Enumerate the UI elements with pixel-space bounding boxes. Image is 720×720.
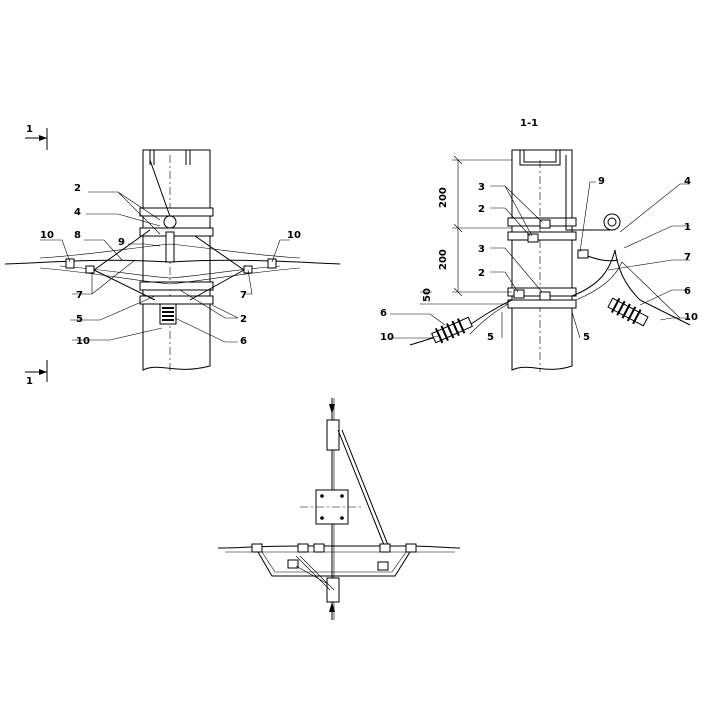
plan-view xyxy=(217,398,461,620)
right-cable-right xyxy=(571,249,691,326)
right-callout-2-upper: 2 xyxy=(478,204,485,215)
left-insulator-section xyxy=(431,316,473,344)
right-callout-5-right: 5 xyxy=(583,332,590,343)
left-callout-7-left: 7 xyxy=(76,290,83,301)
plan-fitting-6 xyxy=(287,559,299,569)
left-conductor-lower xyxy=(39,267,301,285)
left-clamp-7-right xyxy=(243,265,253,274)
section-label-bottom: 1 xyxy=(26,376,33,387)
plan-fitting-7 xyxy=(377,561,389,571)
left-callout-8: 8 xyxy=(74,230,81,241)
plan-bolt-2 xyxy=(340,494,344,498)
plan-frame xyxy=(257,551,411,577)
right-callout-10-left: 10 xyxy=(380,332,394,343)
right-band-upper-2 xyxy=(507,231,577,241)
plan-clamp-top xyxy=(326,419,340,451)
right-callout-3-lower: 3 xyxy=(478,244,485,255)
right-callout-4: 4 xyxy=(684,176,691,187)
left-leader-lines xyxy=(40,191,290,343)
dimension-ticks xyxy=(453,155,463,297)
right-callout-7: 7 xyxy=(684,252,691,263)
left-braces xyxy=(93,229,245,301)
right-fitting-2-lower xyxy=(513,289,525,299)
left-clamp-10-right xyxy=(267,258,277,269)
dimension-offset: 50 xyxy=(422,288,433,302)
right-cable-left-2 xyxy=(469,303,509,335)
section-arrow-top xyxy=(39,135,47,141)
left-pole xyxy=(142,149,211,371)
dimension-lower: 200 xyxy=(438,249,449,270)
right-insulator xyxy=(607,297,649,327)
plan-ties xyxy=(295,555,335,591)
right-rod xyxy=(565,155,610,231)
left-callout-7-right: 7 xyxy=(240,290,247,301)
right-callout-10-right: 10 xyxy=(684,312,698,323)
right-callout-9: 9 xyxy=(598,176,605,187)
section-title: 1-1 xyxy=(520,118,538,129)
left-band-lower-1 xyxy=(139,281,214,291)
left-pole-top-bolts xyxy=(149,150,191,165)
front-view: 1 1 2 4 10 8 9 10 7 7 5 2 10 6 xyxy=(4,124,341,387)
left-band-lower-2 xyxy=(139,295,214,305)
section-view: 1-1 200 200 50 xyxy=(380,118,698,372)
left-callout-4: 4 xyxy=(74,207,81,218)
right-leader-lines xyxy=(390,181,690,339)
right-band-lower-2 xyxy=(507,299,577,309)
dimension-lines xyxy=(420,159,512,305)
left-callout-10-left: 10 xyxy=(40,230,54,241)
plan-frame-inner xyxy=(261,551,407,573)
left-hook-body xyxy=(165,231,175,263)
plan-fitting-2 xyxy=(297,543,309,553)
left-callout-9: 9 xyxy=(118,237,125,248)
left-hook-eye xyxy=(163,215,177,229)
left-callout-10-bottom: 10 xyxy=(76,336,90,347)
right-fitting-3-upper xyxy=(539,219,551,229)
plan-fitting-3 xyxy=(313,543,325,553)
section-arrow-bottom xyxy=(39,369,47,375)
section-label-top: 1 xyxy=(26,124,33,135)
left-clamp-10-left xyxy=(65,258,75,269)
left-callout-10-right: 10 xyxy=(287,230,301,241)
right-callout-6-left: 6 xyxy=(380,308,387,319)
plan-fitting-5 xyxy=(405,543,417,553)
plan-fitting-1 xyxy=(251,543,263,553)
plan-brace xyxy=(337,429,391,551)
right-fitting-3-lower xyxy=(539,291,551,301)
right-pole xyxy=(511,149,573,371)
right-callout-5-left: 5 xyxy=(487,332,494,343)
left-band-upper-1 xyxy=(139,207,214,217)
right-callout-3-upper: 3 xyxy=(478,182,485,193)
right-fitting-2-upper xyxy=(527,233,539,243)
plan-bolt-4 xyxy=(340,516,344,520)
left-callout-6: 6 xyxy=(240,336,247,347)
dimension-upper: 200 xyxy=(438,187,449,208)
plan-fitting-4 xyxy=(379,543,391,553)
left-band-upper-2 xyxy=(139,227,214,237)
left-callout-5: 5 xyxy=(76,314,83,325)
plan-bolt-1 xyxy=(320,494,324,498)
left-rod xyxy=(149,159,173,223)
plan-clamp-bottom xyxy=(326,577,340,603)
right-callout-2-lower: 2 xyxy=(478,268,485,279)
left-conductor-upper xyxy=(39,243,301,259)
right-hook-eye-inner xyxy=(607,217,617,227)
left-callout-2-lower: 2 xyxy=(240,314,247,325)
right-cable-right-2 xyxy=(575,261,681,319)
left-insulator-sheds xyxy=(162,307,174,321)
right-callout-6-right: 6 xyxy=(684,286,691,297)
right-callout-1: 1 xyxy=(684,222,691,233)
left-callout-2-upper: 2 xyxy=(74,183,81,194)
left-conductor-lower-2 xyxy=(59,265,281,279)
left-clamp-7-left xyxy=(85,265,95,274)
right-clamp-9 xyxy=(577,249,589,259)
left-conductor-main xyxy=(4,259,341,265)
plan-bolt-3 xyxy=(320,516,324,520)
